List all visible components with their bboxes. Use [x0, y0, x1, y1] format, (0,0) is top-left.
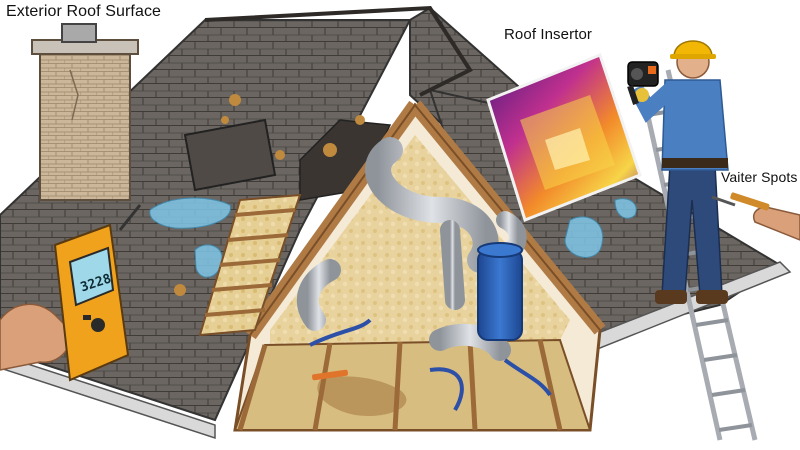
floor-hoses — [309, 318, 552, 412]
right-hand-with-tool — [711, 192, 800, 241]
label-exterior-roof-surface: Exterior Roof Surface — [6, 3, 162, 20]
label-roof-inspector: Roof Insertor — [504, 26, 593, 43]
blue-tank — [477, 242, 523, 341]
moisture-meter-icon: 3228 — [0, 204, 142, 382]
thermal-camera-icon — [627, 61, 659, 105]
left-gutter — [0, 354, 216, 440]
thermal-image-panel — [486, 53, 642, 222]
roof-inspector-figure — [632, 40, 729, 304]
chimney-icon — [31, 23, 139, 201]
water-spot-right — [564, 198, 637, 258]
roof-ridge — [204, 5, 473, 97]
damaged-shingles — [174, 94, 392, 296]
label-water-spots: Vaiter Spots — [721, 169, 798, 185]
water-spot-left — [149, 197, 231, 278]
